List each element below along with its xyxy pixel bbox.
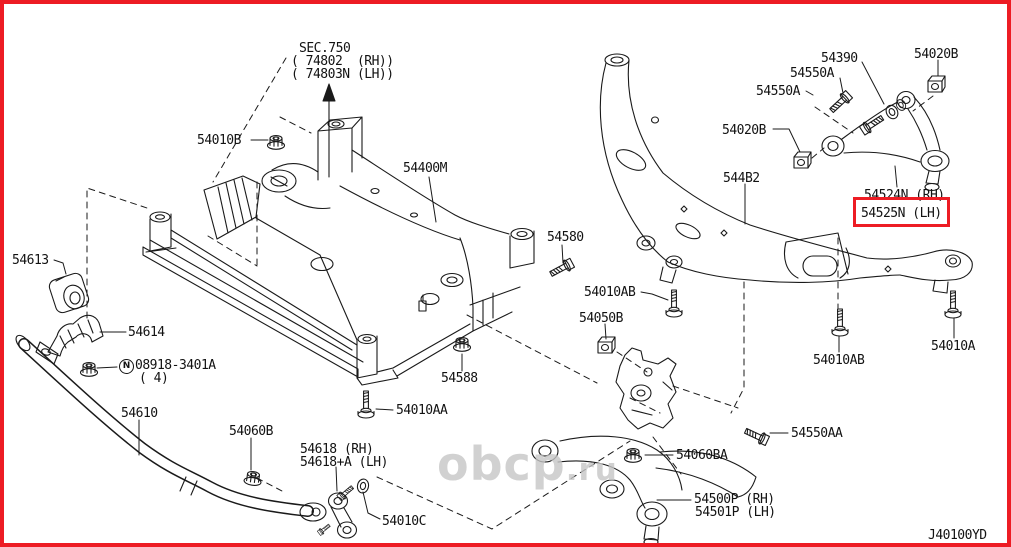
upper-control-arm-54524N [821, 90, 950, 192]
section-ref-rh: ( 74802 (RH)) [291, 54, 394, 69]
bolt-54550A-1 [826, 89, 854, 116]
part-label-54400M: 54400M [403, 161, 447, 176]
diagram-code: J40100YD [928, 528, 987, 543]
part-label-54010A: 54010A [931, 339, 975, 354]
part-label-54010AB-2: 54010AB [813, 353, 865, 368]
part-label-54550A-1: 54550A [790, 66, 834, 81]
nut-54060B [243, 469, 263, 487]
part-label-54501P: 54501P (LH) [695, 505, 776, 520]
part-label-54610: 54610 [121, 406, 158, 421]
part-label-54500P: 54500P (RH) [694, 492, 775, 507]
watermark-tld: .ru [565, 452, 618, 488]
bolt-54010A [944, 290, 962, 319]
section-ref-title: SEC.750 [299, 41, 351, 56]
part-label-54060B: 54060B [229, 424, 273, 439]
part-label-54618-lh: 54618+A (LH) [300, 455, 388, 470]
part-label-54618-rh: 54618 (RH) [300, 442, 374, 457]
watermark-text: obcp [437, 437, 566, 491]
knuckle [615, 347, 677, 430]
part-label-54010AB-1: 54010AB [584, 285, 636, 300]
stopper-54020B-left [793, 151, 812, 169]
leader-lines [53, 59, 955, 520]
washer-54390 [883, 102, 901, 122]
part-label-54588: 54588 [441, 371, 478, 386]
stopper-54020B-top [927, 75, 946, 93]
bolt-54580 [547, 256, 576, 280]
part-label-544B2: 544B2 [723, 171, 760, 186]
part-label-54010AA: 54010AA [396, 403, 448, 418]
section-ref-lh: ( 74803N (LH)) [291, 67, 394, 82]
bolt-54010AA [357, 390, 375, 419]
clamp-54050B [597, 336, 616, 354]
bolt-54390 [858, 112, 887, 137]
crossmember-544B2 [599, 53, 973, 294]
washer-upper-arm [894, 97, 908, 113]
nut-54060BA [623, 448, 643, 463]
bolt-54010AB-2 [831, 308, 849, 337]
part-label-08918-qty: ( 4) [139, 371, 169, 386]
part-label-54525N-highlighted: 54525N (LH) [861, 206, 942, 221]
lower-control-arm-54500P [531, 435, 757, 547]
stabilizer-bushing-54613 [48, 272, 90, 314]
stabilizer-link-54618 [316, 477, 371, 539]
nut-54010B [266, 135, 286, 150]
part-label-54390: 54390 [821, 51, 858, 66]
part-label-54020B-top: 54020B [914, 47, 958, 62]
nut-54588 [452, 337, 472, 352]
stabilizer-clamp-54614 [35, 314, 104, 365]
part-label-54580: 54580 [547, 230, 584, 245]
part-label-54613: 54613 [12, 253, 49, 268]
part-label-54010B: 54010B [197, 133, 241, 148]
part-label-54550A-2: 54550A [756, 84, 800, 99]
nut-08918 [79, 362, 99, 377]
assembly-dashed-lines [86, 57, 934, 530]
part-label-54020B-left: 54020B [722, 123, 766, 138]
nut-symbol-badge: N [119, 359, 134, 374]
part-label-54050B: 54050B [579, 311, 623, 326]
bolt-54550AA [742, 424, 771, 447]
stabilizer-bar-54610 [15, 334, 327, 522]
part-label-08918-3401A: 08918-3401A [135, 358, 216, 373]
part-label-54010C: 54010C [382, 514, 426, 529]
sec750-arrow [322, 83, 336, 178]
highlighted-part-box: 54525N (LH) [853, 197, 950, 227]
watermark: obcp.ru [437, 441, 618, 487]
part-label-54614: 54614 [128, 325, 165, 340]
bolt-54010AB-1 [665, 289, 683, 318]
subframe-54400M [142, 116, 535, 386]
part-label-54550AA: 54550AA [791, 426, 843, 441]
part-label-54060BA: 54060BA [676, 448, 728, 463]
